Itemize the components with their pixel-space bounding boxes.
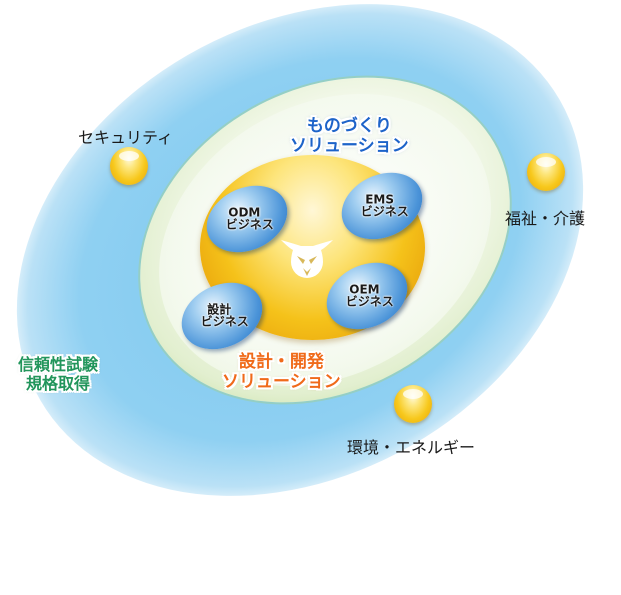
security-label: セキュリティ [78,128,174,147]
design-title-line1: 設計・開発 [238,352,324,372]
ems-label-line2: ビジネス [360,204,409,219]
welfare-orb-icon [527,153,565,191]
environment-orb-icon [394,385,432,423]
manufacturing-solution-title: ものづくり ソリューション [290,116,409,156]
manufacturing-title-line1: ものづくり [306,116,392,136]
design-title-line2: ソリューション [222,372,341,392]
design-label-line2: ビジネス [200,314,249,329]
reliability-testing-label: 信頼性試験 規格取得 [18,355,98,393]
design-solution-title: 設計・開発 ソリューション [222,352,341,392]
reliability-line2: 規格取得 [26,374,91,393]
security-orb-icon [110,147,148,185]
owl-logo-icon [281,232,333,284]
oem-label-line2: ビジネス [345,294,394,309]
reliability-line1: 信頼性試験 [18,355,99,374]
welfare-label: 福祉・介護 [505,209,586,228]
environment-label: 環境・エネルギー [347,438,476,457]
odm-label-line2: ビジネス [225,217,274,232]
manufacturing-title-line2: ソリューション [290,136,409,156]
